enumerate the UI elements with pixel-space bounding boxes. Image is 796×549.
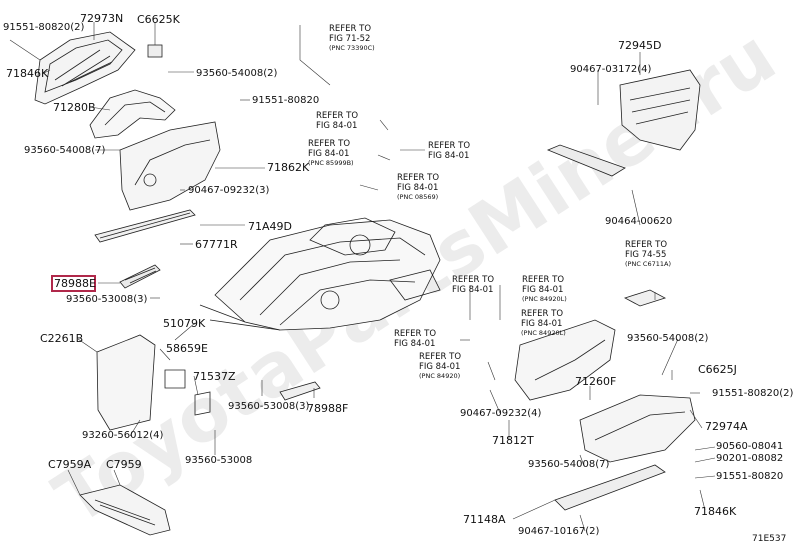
highlight-box-78988e [51,275,96,292]
part-label-71537z[interactable]: 71537Z [193,370,236,383]
ref-text: REFER TO FIG 74-55 [625,240,668,260]
ref-fig-84-01-b[interactable]: REFER TO FIG 84-01(PNC 85999B) [308,139,354,169]
part-label-72974a[interactable]: 72974A [705,420,748,433]
ref-text: REFER TO FIG 84-01 [419,352,462,372]
part-label-67771r[interactable]: 67771R [195,238,238,251]
ref-fig-84-01-i[interactable]: REFER TO FIG 84-01(PNC 84920) [419,352,462,382]
ref-fig-84-01-a[interactable]: REFER TO FIG 84-01 [316,111,359,131]
ref-text: REFER TO FIG 84-01 [521,309,564,329]
part-label-91551-80820-right[interactable]: 91551-80820 [716,471,784,482]
ref-pnc: (PNC C6711A) [625,260,671,268]
part-label-71812t[interactable]: 71812T [492,434,534,447]
bar-71148a-drawing [554,464,666,511]
ref-pnc: (PNC 08569) [397,193,439,201]
bracket-71280b-drawing [89,89,176,139]
ref-fig-84-01-d[interactable]: REFER TO FIG 84-01(PNC 08569) [397,173,440,203]
part-label-91551-80820-2-top[interactable]: 91551-80820(2) [3,22,85,33]
ref-fig-71-52[interactable]: REFER TO FIG 71-52(PNC 73390C) [329,24,375,54]
ref-fig-84-01-f[interactable]: REFER TO FIG 84-01(PNC 84920L) [522,275,567,305]
part-label-71a49d[interactable]: 71A49D [248,220,292,233]
flap-c6711a-drawing [623,289,667,307]
part-label-90467-09232-3[interactable]: 90467-09232(3) [188,185,270,196]
part-label-90467-09232-4[interactable]: 90467-09232(4) [460,408,542,419]
part-label-72973n[interactable]: 72973N [80,12,124,25]
leader-lines [9,22,716,532]
part-label-93260-56012-4[interactable]: 93260-56012(4) [82,430,164,441]
part-label-71846k-right[interactable]: 71846K [694,505,737,518]
seat-frame-drawing [199,217,441,331]
part-label-71260f[interactable]: 71260F [575,375,617,388]
ref-text: REFER TO FIG 84-01 [397,173,440,193]
part-78988e-drawing [119,264,161,289]
ref-fig-74-55[interactable]: REFER TO FIG 74-55(PNC C6711A) [625,240,671,270]
ref-pnc: (PNC 84920L) [521,329,566,337]
part-label-90464-00620[interactable]: 90464-00620 [605,216,673,227]
part-label-93560-54008-7-right[interactable]: 93560-54008(7) [528,459,610,470]
part-label-90560-08041[interactable]: 90560-08041 [716,441,784,452]
part-label-71846k-left[interactable]: 71846K [6,67,49,80]
diagram-code: 71E537 [752,534,787,544]
ref-pnc: (PNC 84920L) [522,295,567,303]
ref-text: REFER TO FIG 71-52 [329,24,372,44]
part-label-91551-80820-2-right[interactable]: 91551-80820(2) [712,388,794,399]
part-label-78988e[interactable]: 78988E [54,277,96,290]
part-label-93560-54008-2-right[interactable]: 93560-54008(2) [627,333,709,344]
ref-pnc: (PNC 85999B) [308,159,354,167]
part-label-51079k[interactable]: 51079K [163,317,206,330]
part-label-90467-03172-4[interactable]: 90467-03172(4) [570,64,652,75]
ref-pnc: (PNC 73390C) [329,44,375,52]
ref-text: REFER TO FIG 84-01 [308,139,351,159]
part-label-78988f[interactable]: 78988F [307,402,349,415]
part-label-71862k[interactable]: 71862K [267,161,310,174]
ref-fig-84-01-c[interactable]: REFER TO FIG 84-01 [428,141,471,161]
part-label-93560-54008-7-left[interactable]: 93560-54008(7) [24,145,106,156]
ref-fig-84-01-g[interactable]: REFER TO FIG 84-01(PNC 84920L) [521,309,566,339]
part-label-90467-10167-2[interactable]: 90467-10167(2) [518,526,600,537]
part-label-93560-53008[interactable]: 93560-53008 [185,455,253,466]
part-label-93560-53008-3-center[interactable]: 93560-53008(3) [228,401,310,412]
part-78988f-drawing [279,381,321,401]
part-label-93560-54008-2[interactable]: 93560-54008(2) [196,68,278,79]
seat-back-panel-drawing [34,31,163,105]
part-label-c2261b[interactable]: C2261B [40,332,84,345]
cover-72974a-drawing [579,394,696,463]
part-label-c7959a[interactable]: C7959A [48,458,92,471]
bar-71a49d-drawing [94,209,196,243]
ref-fig-84-01-h[interactable]: REFER TO FIG 84-01 [394,329,437,349]
panel-72945d-drawing [546,69,701,177]
part-label-c6625k[interactable]: C6625K [137,13,180,26]
part-label-93560-53008-3-left[interactable]: 93560-53008(3) [66,294,148,305]
ref-pnc: (PNC 84920) [419,372,461,380]
part-label-58659e[interactable]: 58659E [166,342,208,355]
ref-fig-84-01-e[interactable]: REFER TO FIG 84-01 [452,275,495,295]
part-label-c6625j[interactable]: C6625J [698,363,737,376]
part-label-c7959[interactable]: C7959 [106,458,142,471]
part-label-72945d[interactable]: 72945D [618,39,662,52]
ref-text: REFER TO FIG 84-01 [522,275,565,295]
rail-c7959-drawing [79,484,171,536]
part-label-71280b[interactable]: 71280B [53,101,96,114]
part-label-91551-80820[interactable]: 91551-80820 [252,95,320,106]
part-label-90201-08082[interactable]: 90201-08082 [716,453,784,464]
side-panel-71862k-drawing [119,121,221,211]
cover-71260f-drawing [514,319,616,401]
bracket-51079k-drawing [96,334,211,431]
part-label-71148a[interactable]: 71148A [463,513,506,526]
